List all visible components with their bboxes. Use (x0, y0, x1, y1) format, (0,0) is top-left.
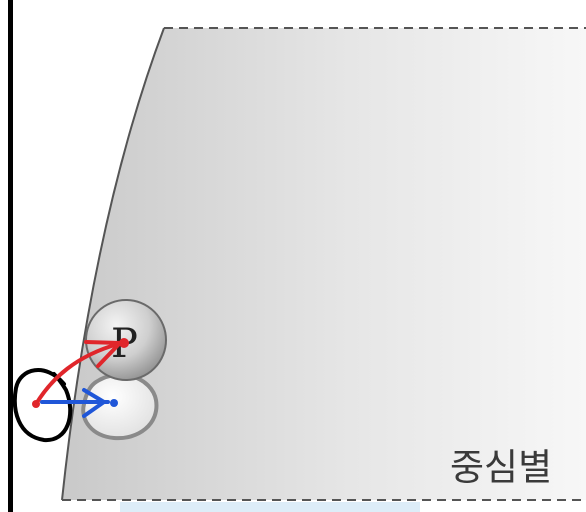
star-region-label: 중심별 (450, 446, 552, 489)
blue-arrow-end-dot (110, 399, 118, 407)
bottom-shadow (120, 502, 420, 512)
origin-marker-loop (15, 370, 70, 440)
red-arrow-start-dot (32, 400, 40, 408)
vertical-axis-line (8, 0, 13, 512)
red-arrow-end-dot (119, 338, 129, 348)
